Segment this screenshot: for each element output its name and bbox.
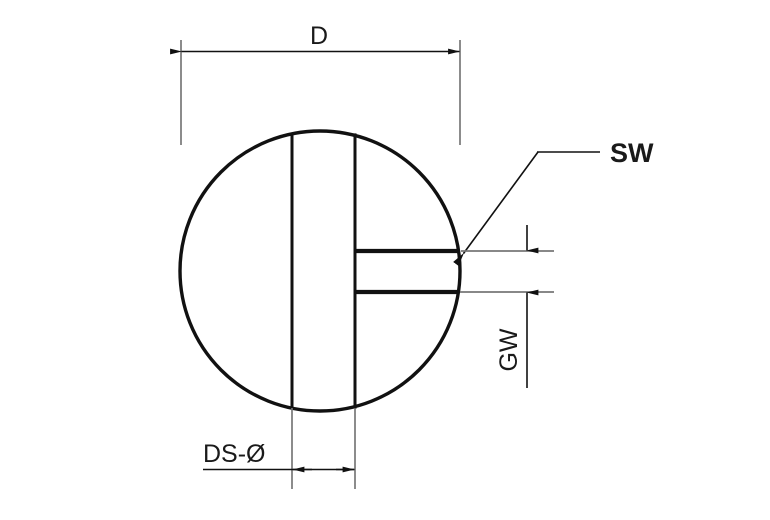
dimension-ds-group: DS-Ø [203,408,356,489]
callout-sw-group: SW [453,138,654,266]
part-outline-group [178,129,462,413]
dimension-label-ds: DS-Ø [203,440,266,468]
dimension-label-d: D [310,22,328,50]
head-outer-circle [178,129,462,413]
callout-label-sw: SW [610,138,654,168]
sw-leader-diagonal-line [453,151,539,266]
dimension-d-group: D [170,22,461,145]
dimension-label-gw: GW [495,328,523,371]
dimension-gw-group: GW [460,225,554,388]
